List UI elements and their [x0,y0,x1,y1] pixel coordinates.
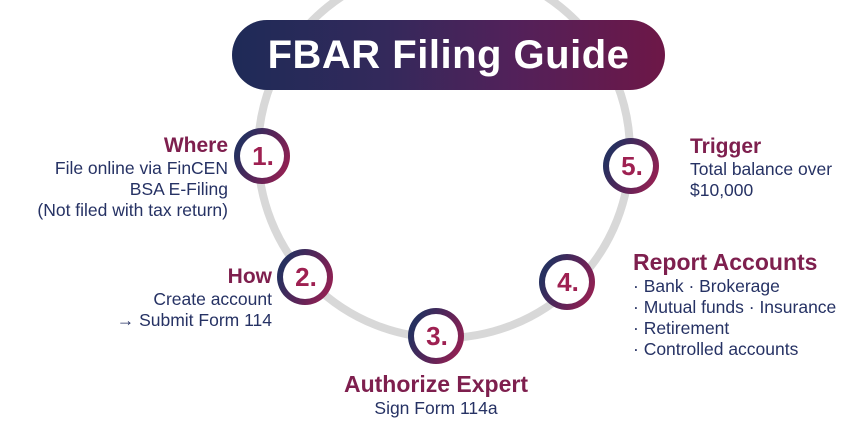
step-4-line: · Controlled accounts [633,339,799,359]
step-3-line: Sign Form 114a [374,398,498,418]
step-2-line: → Submit Form 114 [116,310,272,330]
step-3-heading: Authorize Expert [343,371,529,397]
step-2-heading: How [227,265,272,288]
step-2-text-block: How Create account → Submit Form 114 [0,264,272,331]
step-2-line: Create account [153,289,272,309]
step-1-text-block: Where File online via FinCEN BSA E-Filin… [0,133,228,221]
step-5-line: $10,000 [690,180,754,200]
step-3-marker: 3. [408,308,464,364]
step-5-text-block: Trigger Total balance over $10,000 [690,134,855,201]
step-5-line: Total balance over [690,159,833,179]
step-1-line: BSA E-Filing [129,179,228,199]
title-banner: FBAR Filing Guide [232,20,665,90]
step-1-number: 1. [252,141,274,171]
step-3-number: 3. [426,321,448,351]
step-4-marker: 4. [539,254,595,310]
step-5-marker: 5. [603,138,659,194]
step-5-heading: Trigger [690,135,762,158]
step-4-text-block: Report Accounts · Bank · Brokerage · Mut… [633,249,855,360]
step-4-heading: Report Accounts [633,249,818,275]
step-4-line: · Mutual funds · Insurance [633,297,837,317]
step-2-number: 2. [295,262,317,292]
page-title: FBAR Filing Guide [267,32,630,77]
step-5-number: 5. [621,151,643,181]
step-1-marker: 1. [234,128,290,184]
step-4-line: · Bank · Brokerage [633,276,780,296]
step-4-number: 4. [557,267,579,297]
step-1-heading: Where [163,134,228,157]
step-3-text-block: Authorize Expert Sign Form 114a [286,371,586,419]
step-1-line: File online via FinCEN [54,158,228,178]
step-1-line: (Not filed with tax return) [37,200,228,220]
step-4-line: · Retirement [633,318,730,338]
step-2-marker: 2. [277,249,333,305]
